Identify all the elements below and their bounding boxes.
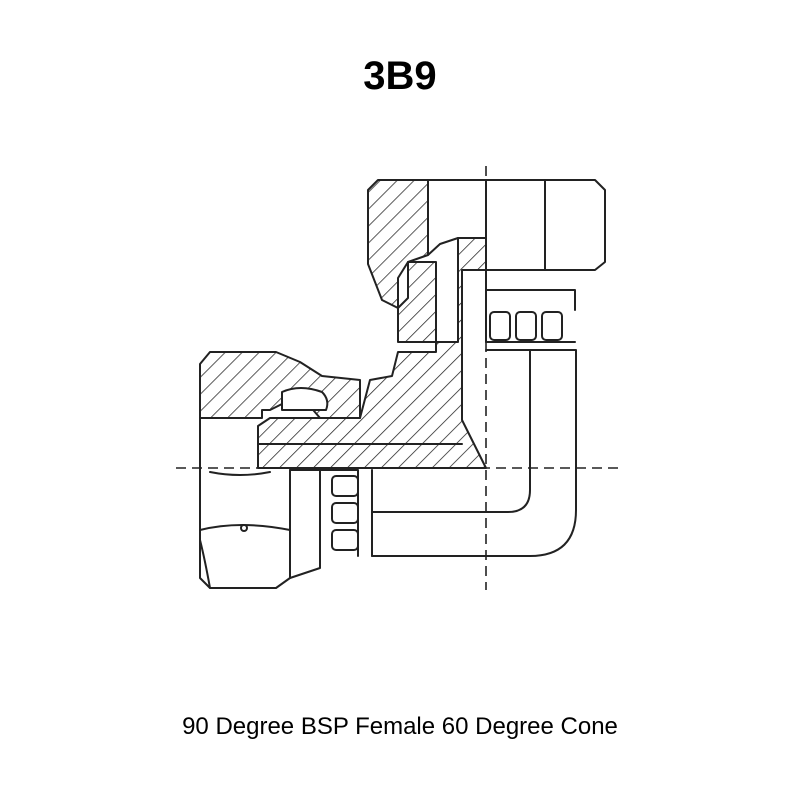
- part-code-title: 3B9: [363, 54, 437, 98]
- elbow-bend: [371, 349, 577, 557]
- top-swivel-nut: [367, 179, 606, 309]
- left-cone-seat: [319, 469, 359, 557]
- left-swivel-nut: [199, 351, 361, 419]
- center-lines: [176, 166, 622, 590]
- elbow-body: [257, 237, 487, 469]
- left-hex-body: [199, 417, 321, 589]
- part-description: 90 Degree BSP Female 60 Degree Cone: [182, 713, 618, 740]
